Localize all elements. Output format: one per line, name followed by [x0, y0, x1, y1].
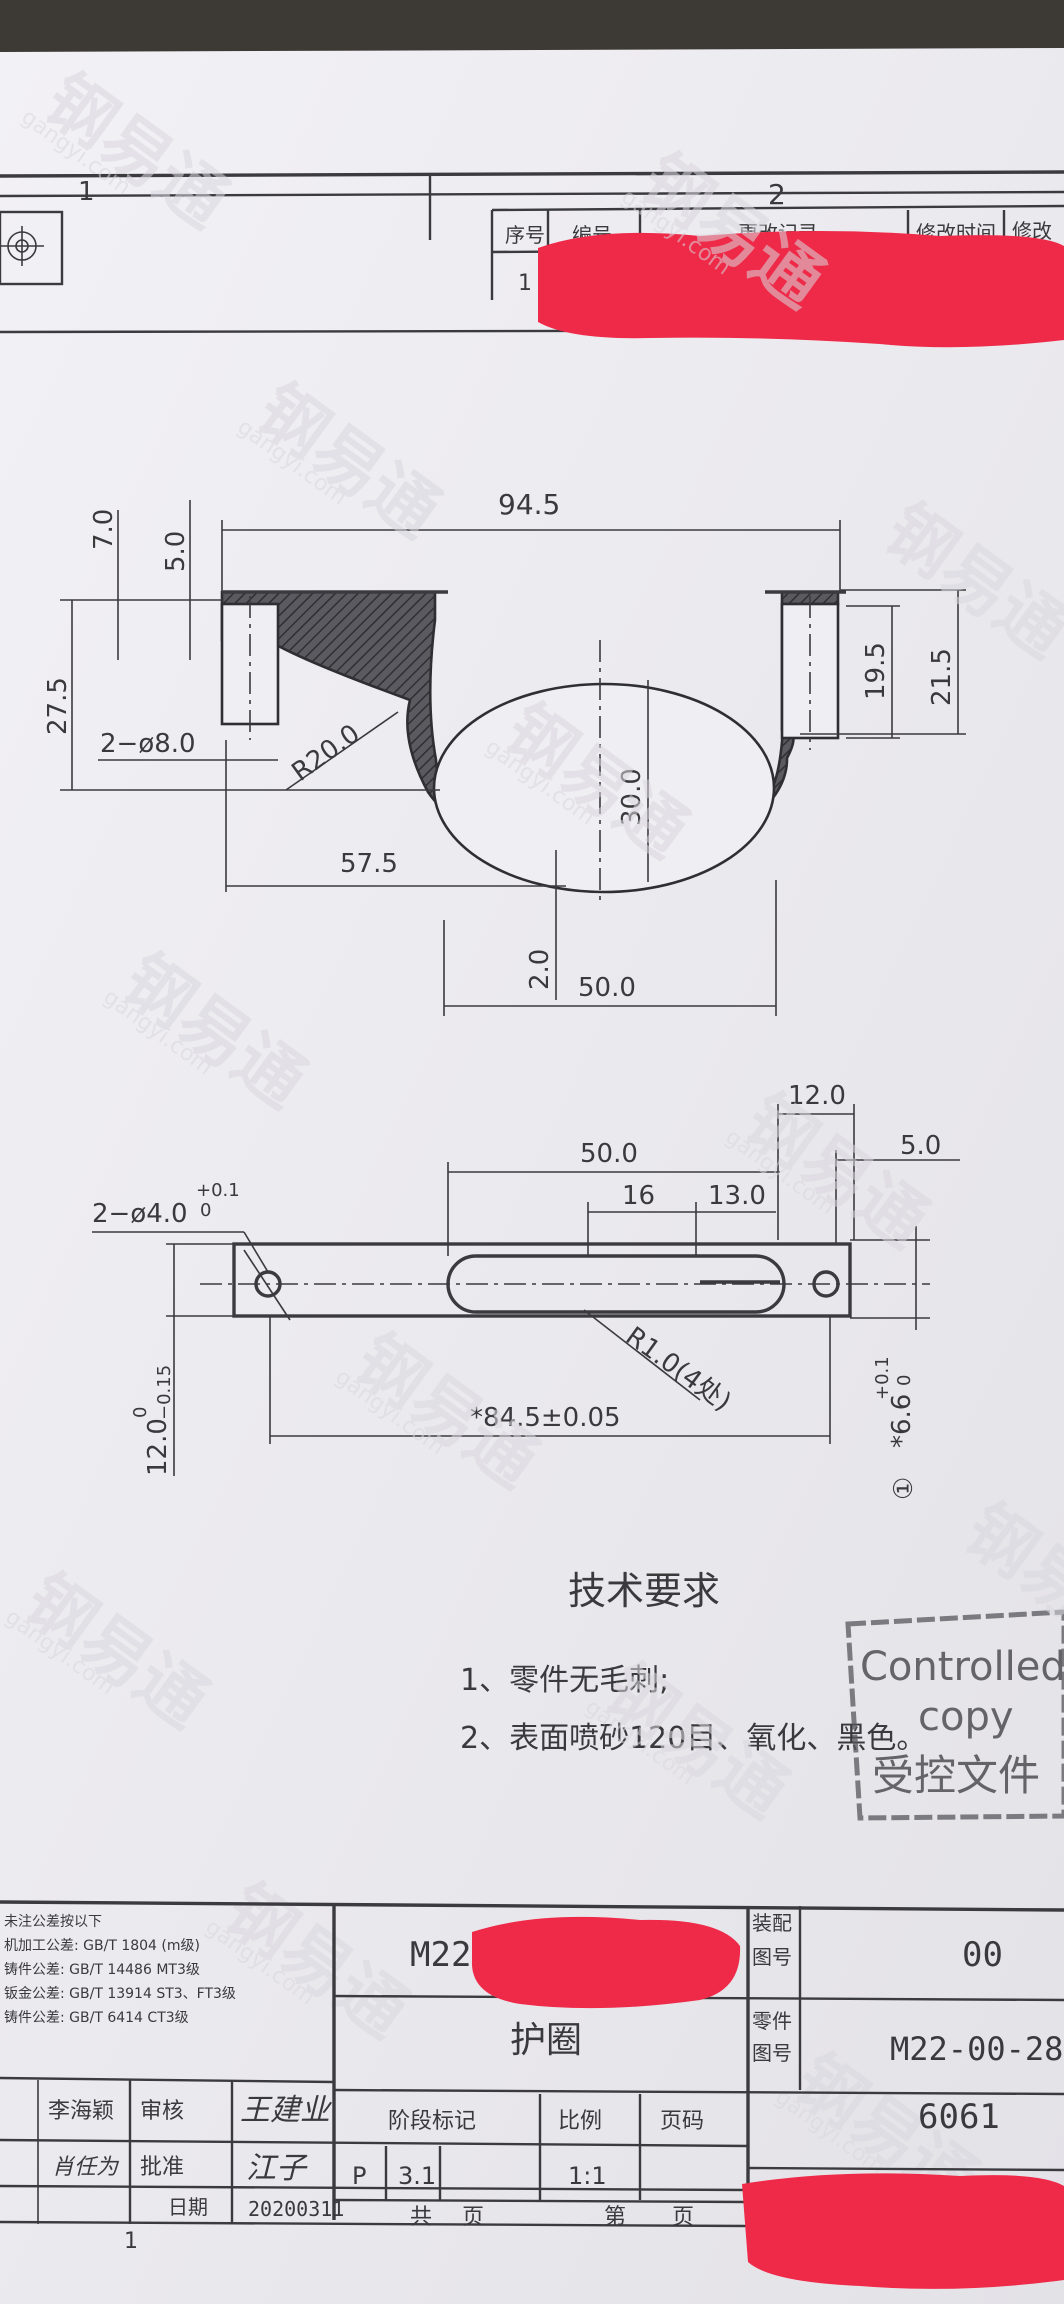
sig-approve: 江子	[246, 2151, 308, 2186]
dim-flange-5: 5.0	[161, 531, 191, 572]
label-review: 审核	[140, 2099, 184, 2124]
dim-overall-width: 94.5	[498, 488, 560, 521]
dim-flange-7: 7.0	[89, 509, 119, 550]
dim-length: *84.5±0.05	[470, 1403, 621, 1433]
sig-review: 王建业	[240, 2093, 332, 2128]
controlled-copy-stamp: Controlled copy 受控文件	[845, 1609, 1064, 1821]
dim-holes-4-tol-upper: +0.1	[196, 1180, 240, 1201]
dim-hole-19: 19.5	[861, 642, 891, 700]
bottom-zone: 1	[124, 2229, 138, 2254]
name-standard: 肖任为	[52, 2155, 120, 2180]
dim-height-27: 27.5	[43, 677, 73, 735]
assembly-no: 00	[962, 1935, 1003, 1975]
redaction-top	[538, 231, 1064, 348]
label-pages: 页	[462, 2205, 484, 2230]
tol-line-2: 铸件公差: GB/T 14486 MT3级	[4, 1962, 200, 1978]
label-approve: 批准	[140, 2155, 184, 2180]
dim-holes-8: 2−ø8.0	[100, 729, 196, 759]
part-name: 护圈	[510, 2020, 582, 2061]
label-scale: 比例	[558, 2109, 602, 2134]
dim-d50: 50.0	[580, 1139, 638, 1169]
dim-ellipse-50: 50.0	[578, 973, 636, 1003]
label-part-b: 图号	[752, 2041, 792, 2065]
top-plate-outline	[232, 1242, 852, 1318]
dim-height-12: 12.0	[143, 1418, 173, 1476]
stamp-line-3: 受控文件	[872, 1751, 1040, 1800]
redaction-code	[471, 1916, 741, 2009]
dim-ellipse-30: 30.0	[617, 768, 647, 826]
col-seq: 序号	[505, 223, 545, 247]
right-hole-4	[812, 1270, 840, 1298]
redaction-bottom	[742, 2173, 1064, 2289]
revision-block: 1 2 序号 编号 更改记录 修改时间 修改 1	[0, 170, 1064, 348]
zone-1: 1	[78, 177, 95, 207]
label-sheet: 第	[604, 2205, 626, 2230]
tol-line-1: 机加工公差: GB/T 1804 (m级)	[4, 1938, 200, 1954]
label-stage: 阶段标记	[388, 2109, 476, 2134]
dim-width: *6.6	[887, 1394, 917, 1448]
tol-line-4: 铸件公差: GB/T 6414 CT3级	[4, 2010, 189, 2026]
stage-val: 3.1	[398, 2162, 436, 2190]
title-block: 未注公差按以下 机加工公差: GB/T 1804 (m级) 铸件公差: GB/T…	[0, 1900, 1064, 2289]
stamp-line-1: Controlled	[860, 1644, 1064, 1690]
scale-val: 1:1	[568, 2162, 607, 2190]
slot-1	[446, 1254, 786, 1314]
label-part-a: 零件	[752, 2009, 792, 2033]
dim-holes-4-tol-lower: 0	[200, 1200, 211, 1221]
label-page: 页码	[660, 2109, 704, 2134]
label-assembly-b: 图号	[752, 1945, 792, 1969]
row1-seq: 1	[518, 271, 532, 296]
label-sheet-pages: 页	[672, 2205, 694, 2230]
dim-width-tol-upper: +0.1	[872, 1356, 893, 1400]
inner-ellipse	[432, 682, 776, 894]
part-no: M22-00-28	[890, 2030, 1063, 2068]
name-designer: 李海颖	[48, 2099, 114, 2124]
dim-height-tol-lower: −0.15	[154, 1365, 175, 1420]
stamp-line-2: copy	[918, 1694, 1014, 1740]
tech-requirements: 技术要求 1、零件无毛刺; 2、表面喷砂120目、氧化、黑色。	[460, 1569, 926, 1756]
dim-d16: 16	[622, 1181, 655, 1211]
label-assembly-a: 装配	[752, 1911, 792, 1935]
label-date: 日期	[168, 2195, 208, 2219]
dim-d5: 5.0	[900, 1131, 941, 1161]
front-view: 94.5 7.0 5.0 27.5 2−ø8.0 R20.0 57.5 30.0…	[43, 488, 966, 1016]
tech-item-1: 1、零件无毛刺;	[460, 1663, 669, 1698]
tech-heading: 技术要求	[568, 1569, 720, 1613]
dim-height-21: 21.5	[927, 648, 957, 706]
material: 6061	[918, 2097, 1000, 2137]
dim-wall-2: 2.0	[525, 949, 555, 990]
tol-line-0: 未注公差按以下	[4, 1914, 102, 1930]
zone-2: 2	[768, 178, 786, 211]
dim-width-tol-lower: 0	[894, 1375, 915, 1386]
mark-1: ①	[889, 1477, 919, 1500]
date: 20200311	[248, 2197, 344, 2221]
tech-item-2: 2、表面喷砂120目、氧化、黑色。	[460, 1721, 926, 1756]
dim-width-57: 57.5	[340, 849, 398, 879]
tol-line-3: 钣金公差: GB/T 13914 ST3、FT3级	[4, 1986, 236, 2002]
dim-height-tol-upper: 0	[130, 1407, 151, 1418]
dim-d12: 12.0	[788, 1081, 846, 1111]
dim-holes-4: 2−ø4.0	[92, 1199, 188, 1229]
label-total: 共	[410, 2205, 432, 2230]
dim-d13: 13.0	[708, 1181, 766, 1211]
drawing-code: M22	[410, 1935, 471, 1975]
stage-p: P	[352, 2162, 366, 2190]
